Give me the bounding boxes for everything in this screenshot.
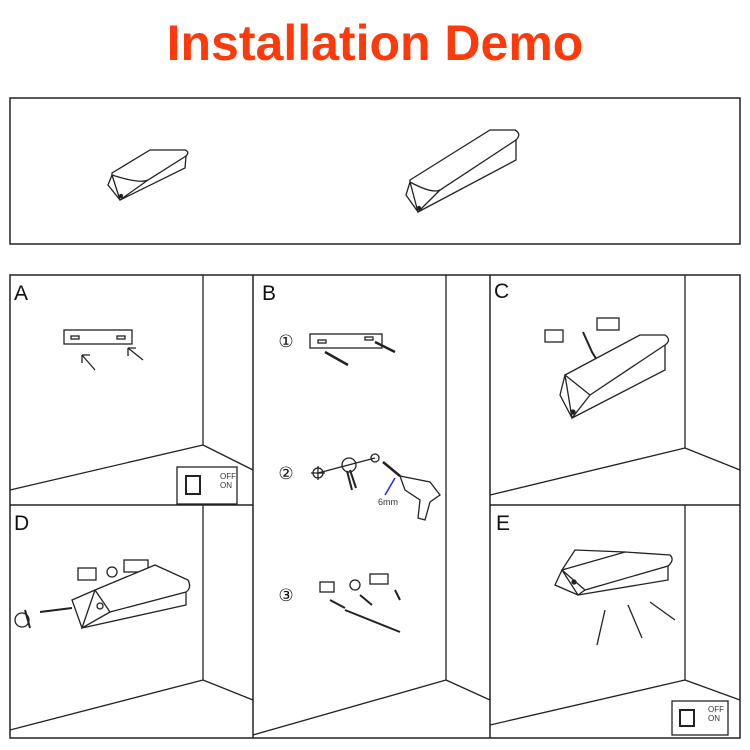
panel-label-a: A bbox=[14, 282, 29, 305]
switch-a bbox=[176, 466, 238, 505]
panel-label-b: B bbox=[262, 282, 277, 305]
drill-step bbox=[311, 453, 441, 521]
lamp-small bbox=[107, 149, 189, 202]
drill-size-label: 6mm bbox=[378, 497, 398, 507]
step-1: ① bbox=[278, 332, 294, 351]
off-label: OFF bbox=[220, 472, 236, 481]
step-3: ③ bbox=[278, 586, 294, 605]
steps-grid bbox=[9, 274, 741, 739]
panel-label-e: E bbox=[496, 512, 511, 535]
off-label: OFF bbox=[708, 705, 724, 714]
bracket-a bbox=[63, 329, 144, 371]
on-label: ON bbox=[708, 714, 720, 723]
lamp-d bbox=[14, 559, 191, 630]
anchor-step bbox=[319, 573, 401, 633]
lamp-e bbox=[554, 549, 676, 646]
step-2: ② bbox=[278, 464, 294, 483]
page-title: Installation Demo bbox=[166, 15, 584, 71]
panel-label-d: D bbox=[14, 512, 30, 535]
lamp-c bbox=[544, 317, 670, 420]
on-label: ON bbox=[220, 481, 232, 490]
switch-e bbox=[671, 700, 729, 736]
panel-label-c: C bbox=[494, 280, 510, 303]
bracket-b bbox=[309, 333, 396, 367]
product-box bbox=[9, 97, 741, 245]
lamp-large bbox=[405, 129, 520, 214]
